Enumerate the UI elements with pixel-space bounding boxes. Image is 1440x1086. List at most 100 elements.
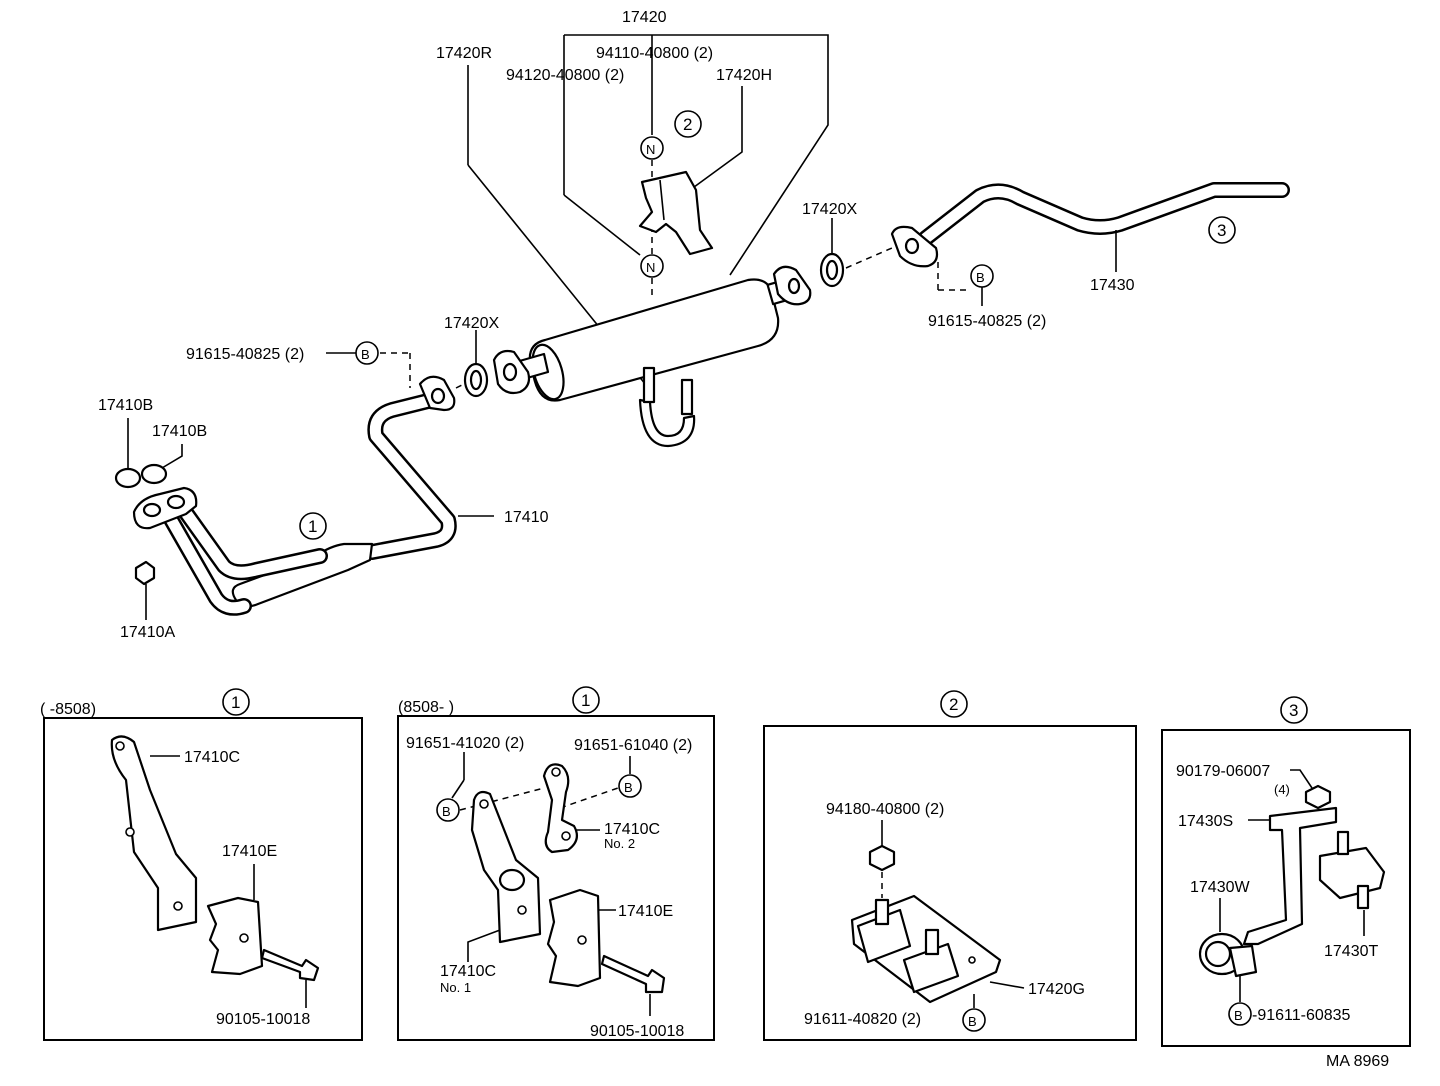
- inset4-label-90179: 90179-06007: [1176, 763, 1270, 780]
- inset3-nut-94180: [868, 844, 896, 872]
- inset2-bracket-no2-hole-low: [561, 831, 571, 841]
- inset2-marker-b-left: [436, 798, 460, 822]
- inset1-label-17410C: 17410C: [184, 749, 240, 766]
- label-17420X-right: 17420X: [802, 201, 857, 218]
- ref-circle-3-main: [1208, 216, 1236, 244]
- inset2-label-no1: No. 1: [440, 980, 471, 995]
- inset3-stud-right: [924, 928, 940, 956]
- inset4-mount-stud-top: [1336, 830, 1350, 856]
- inset2-marker-b-right-text: B: [624, 780, 633, 795]
- inset2-bracket-no1-hole-top: [479, 799, 489, 809]
- inset1-label-17410E: 17410E: [222, 843, 277, 860]
- front-pipe-17410-inner: [366, 394, 455, 558]
- label-17410A: 17410A: [120, 624, 175, 641]
- hanger-bracket-17420H: [638, 170, 714, 256]
- leader-17420-down: [563, 194, 641, 256]
- inset2-label-91651-41020: 91651-41020 (2): [406, 735, 524, 752]
- inset4-ref-circle: [1280, 696, 1308, 724]
- inset4-marker-b: [1228, 1002, 1252, 1026]
- label-17420R: 17420R: [436, 45, 492, 62]
- muffler-front-flange-hole: [502, 362, 518, 382]
- inset4-nut-90179: [1304, 784, 1332, 810]
- inset4-label-17430T: 17430T: [1324, 943, 1378, 960]
- inset4-rubber-mount-17430T: [1318, 846, 1386, 900]
- rubber-hanger-stud-right: [680, 378, 694, 416]
- label-94120: 94120-40800 (2): [506, 67, 624, 84]
- inset2-marker-b-left-text: B: [442, 804, 451, 819]
- gasket-17410B-right: [140, 463, 168, 485]
- rubber-hanger-17420R: [638, 398, 696, 448]
- inset-3-hanger-17420G: 2 94180-40800 (2) 17420G B 91611-40820 (…: [763, 690, 1137, 1041]
- dash-gasket-right: [845, 247, 893, 269]
- label-17420: 17420: [622, 9, 667, 26]
- inset2-marker-b-right: [618, 774, 642, 798]
- inset2-range: (8508- ): [398, 699, 454, 716]
- hanger-bracket-detail: [659, 179, 665, 221]
- inset3-frame: [763, 725, 1137, 1041]
- marker-n-lower-text: N: [646, 260, 655, 275]
- label-17420H: 17420H: [716, 67, 772, 84]
- inset3-label-17420G: 17420G: [1028, 981, 1085, 998]
- inset4-ref-text: 3: [1289, 701, 1298, 720]
- flange-hole-left: [142, 502, 162, 518]
- inset1-ref-text: 1: [231, 693, 240, 712]
- gasket-17410B-left: [114, 467, 142, 489]
- inset3-marker-b-text: B: [968, 1014, 977, 1029]
- tail-pipe-17430-inner: [920, 184, 1288, 244]
- inset4-label-17430W: 17430W: [1190, 879, 1250, 896]
- ref-3-main-text: 3: [1217, 221, 1226, 240]
- inset4-bracket-17430S: [1242, 806, 1338, 946]
- inset2-ref-text: 1: [581, 691, 590, 710]
- inset2-bracket-no1-hole-low: [517, 905, 527, 915]
- inset1-bracket-hole-top: [115, 741, 125, 751]
- label-17410B-b: 17410B: [152, 423, 207, 440]
- inset2-clamp-17410E: [546, 888, 602, 988]
- inset1-clamp-17410E: [206, 896, 264, 976]
- inset3-stud-left: [874, 898, 890, 926]
- ref-2-main-text: 2: [683, 115, 692, 134]
- inset3-label-94180: 94180-40800 (2): [826, 801, 944, 818]
- inset1-clamp-hole: [239, 933, 249, 943]
- front-pipe-branch-upper-inner: [178, 504, 326, 578]
- inset4-label-91611: -91611-60835: [1252, 1007, 1351, 1024]
- tail-pipe-flange-hole: [904, 237, 920, 255]
- nut-17410A: [134, 560, 156, 586]
- inset-1-before-8508: ( -8508) 1 17410C 17410E 90105-10018: [40, 688, 363, 1041]
- ref-circle-2-main: [674, 110, 702, 138]
- marker-n-upper-text: N: [646, 142, 655, 157]
- inset2-ref-circle: [572, 686, 600, 714]
- label-17410: 17410: [504, 509, 549, 526]
- inset4-label-17430S: 17430S: [1178, 813, 1233, 830]
- inset2-dash-right: [559, 787, 619, 809]
- inset1-bracket-hole-low: [173, 901, 183, 911]
- muffler-rear-flange-hole: [787, 277, 801, 295]
- inset2-bracket-no2-hole-top: [551, 767, 561, 777]
- label-17430: 17430: [1090, 277, 1135, 294]
- marker-n-lower: [640, 254, 664, 278]
- ref-circle-1-main: [299, 512, 327, 540]
- inset4-mount-stud-bottom: [1356, 884, 1370, 910]
- inset1-bolt-90105: [260, 948, 320, 982]
- inset3-leader-17420G: [989, 981, 1025, 989]
- rubber-hanger-stud-left: [642, 366, 656, 404]
- ref-1-main-text: 1: [308, 517, 317, 536]
- marker-n-upper: [640, 136, 664, 160]
- marker-b-right-text: B: [976, 270, 985, 285]
- inset1-frame: [43, 717, 363, 1041]
- diagram-code: MA 8969: [1326, 1053, 1389, 1070]
- leader-17410B-b: [161, 444, 183, 469]
- front-pipe-branch-lower-inner: [162, 508, 250, 614]
- inset4-clamp-lug: [1228, 944, 1258, 978]
- inset2-bracket-no1-cutout: [498, 868, 526, 892]
- inset4-frame: [1161, 729, 1411, 1047]
- inset2-bracket-17410C-no1: [470, 790, 542, 944]
- inset2-frame: [397, 715, 715, 1041]
- inset1-label-90105: 90105-10018: [216, 1011, 310, 1028]
- inset2-label-no2: No. 2: [604, 836, 635, 851]
- front-pipe-rear-flange-hole: [430, 387, 446, 405]
- label-91615-right: 91615-40825 (2): [928, 313, 1046, 330]
- inset1-bracket-hole-mid: [125, 827, 135, 837]
- flange-hole-right: [166, 494, 186, 510]
- label-94110: 94110-40800 (2): [596, 45, 713, 62]
- inset-4-tail-hanger: 3 90179-06007 (4) 17430S 17430T 17430W B…: [1161, 696, 1411, 1047]
